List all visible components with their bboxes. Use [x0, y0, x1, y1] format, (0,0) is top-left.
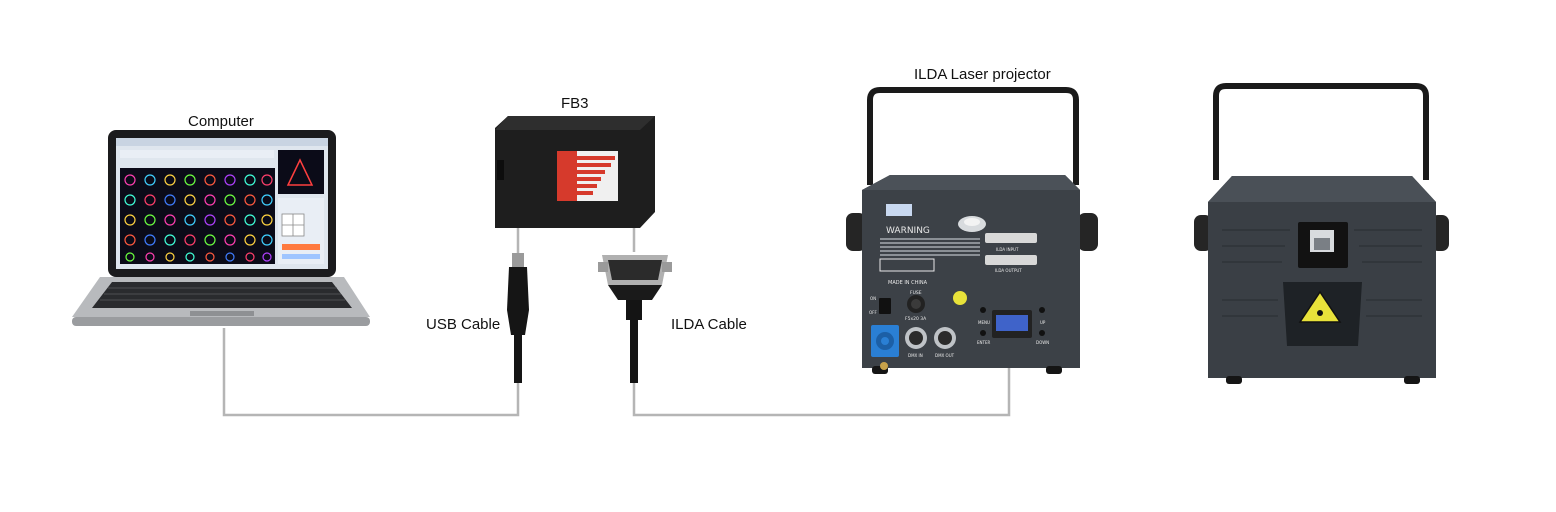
fb3-label: FB3: [561, 95, 589, 112]
projector-rear: WARNING MADE IN CHINA ILDA INPUT ILDA OU…: [846, 87, 1098, 374]
serial-sticker: [886, 204, 912, 216]
dmx-out-label: DMX OUT: [935, 353, 955, 358]
power-switch: [879, 298, 891, 314]
ilda-connector: [598, 228, 672, 383]
laptop-usb-cable-line: [222, 328, 520, 417]
off-label: OFF: [869, 310, 877, 315]
warning-text: WARNING: [886, 226, 930, 236]
fb3-device: [495, 116, 655, 228]
ilda-output-port: [985, 255, 1037, 265]
dmx-in-label: DMX IN: [908, 353, 923, 358]
laptop-screen-thumbnails: [120, 168, 275, 264]
computer-label: Computer: [188, 113, 254, 130]
made-in-label: MADE IN CHINA: [888, 280, 928, 286]
enter-label: ENTER: [977, 340, 990, 345]
projector-label: ILDA Laser projector: [914, 66, 1051, 83]
menu-label: MENU: [978, 320, 990, 325]
fb3-logo: [557, 151, 618, 201]
ilda-cable-label: ILDA Cable: [671, 316, 747, 333]
ilda-input-label: ILDA INPUT: [996, 247, 1019, 252]
usb-connector: [507, 228, 529, 383]
laptop-screen-preview: [278, 150, 324, 194]
warning-sticker: [953, 291, 967, 305]
certification-marks: [879, 258, 935, 272]
laser-warning-icon: [1298, 290, 1342, 323]
down-label: DOWN: [1036, 340, 1049, 345]
ilda-input-port: [985, 233, 1037, 243]
on-label: ON: [870, 296, 876, 301]
fuse-rating-label: F5x20 3A: [905, 316, 927, 322]
projector-front: [1194, 83, 1449, 384]
up-label: UP: [1040, 320, 1046, 325]
laptop: [72, 130, 370, 326]
ilda-output-label: ILDA OUTPUT: [995, 268, 1022, 273]
fuse-label: FUSE: [910, 290, 922, 296]
usb-cable-label: USB Cable: [426, 316, 501, 333]
